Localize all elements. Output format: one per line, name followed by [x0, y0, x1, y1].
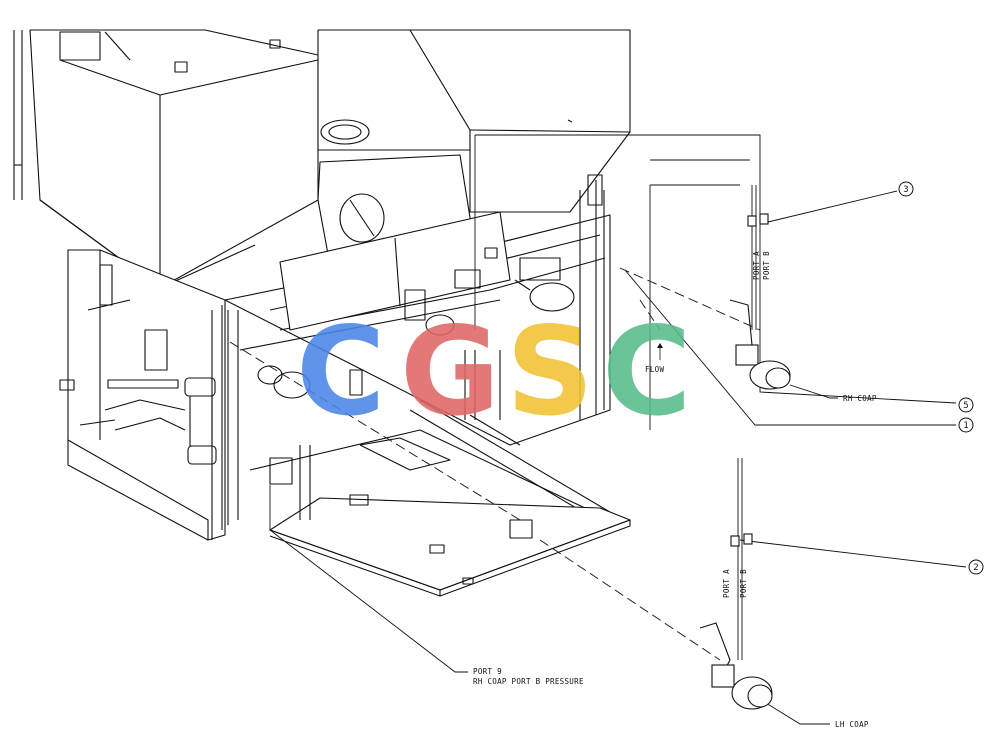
lh-coap-assembly [699, 533, 773, 710]
assembly-cylinders [257, 279, 575, 399]
dashed-lines [229, 267, 761, 661]
port9-label: PORT 9 [473, 667, 502, 676]
main-frame [67, 174, 611, 541]
rh-coap-assembly [729, 213, 791, 390]
callout-3-number: 3 [903, 185, 908, 195]
watermark-letter-c1: C [296, 301, 386, 443]
machine-assembly [13, 29, 631, 597]
callout-1: 1 [958, 417, 974, 433]
left-linkage [59, 264, 217, 465]
callout-2-number: 2 [973, 563, 978, 573]
cgsc-watermark: C G S C [296, 301, 692, 443]
rh-coap-label: RH COAP [843, 394, 877, 403]
watermark-letter-c2: C [602, 301, 692, 443]
callout-3: 3 [898, 181, 914, 197]
watermark-letter-s: S [506, 301, 594, 443]
lh-port-b-label: PORT B [739, 569, 748, 598]
right-hopper [409, 29, 631, 213]
left-hopper [13, 29, 319, 289]
flow-label: FLOW [645, 365, 664, 374]
watermark-letter-g: G [400, 301, 500, 443]
rh-port-b-label: PORT B [762, 251, 771, 280]
callout-1-number: 1 [963, 421, 968, 431]
callout-5: 5 [958, 397, 974, 413]
lh-coap-label: LH COAP [835, 720, 869, 729]
lower-rails [249, 399, 631, 597]
control-panel [279, 211, 561, 331]
callout-2: 2 [968, 559, 984, 575]
port9-description: RH COAP PORT B PRESSURE [473, 677, 584, 686]
rh-port-a-label: PORT A [752, 251, 761, 280]
lh-port-a-label: PORT A [722, 569, 731, 598]
center-columns [349, 350, 501, 420]
callout-5-number: 5 [963, 401, 968, 411]
